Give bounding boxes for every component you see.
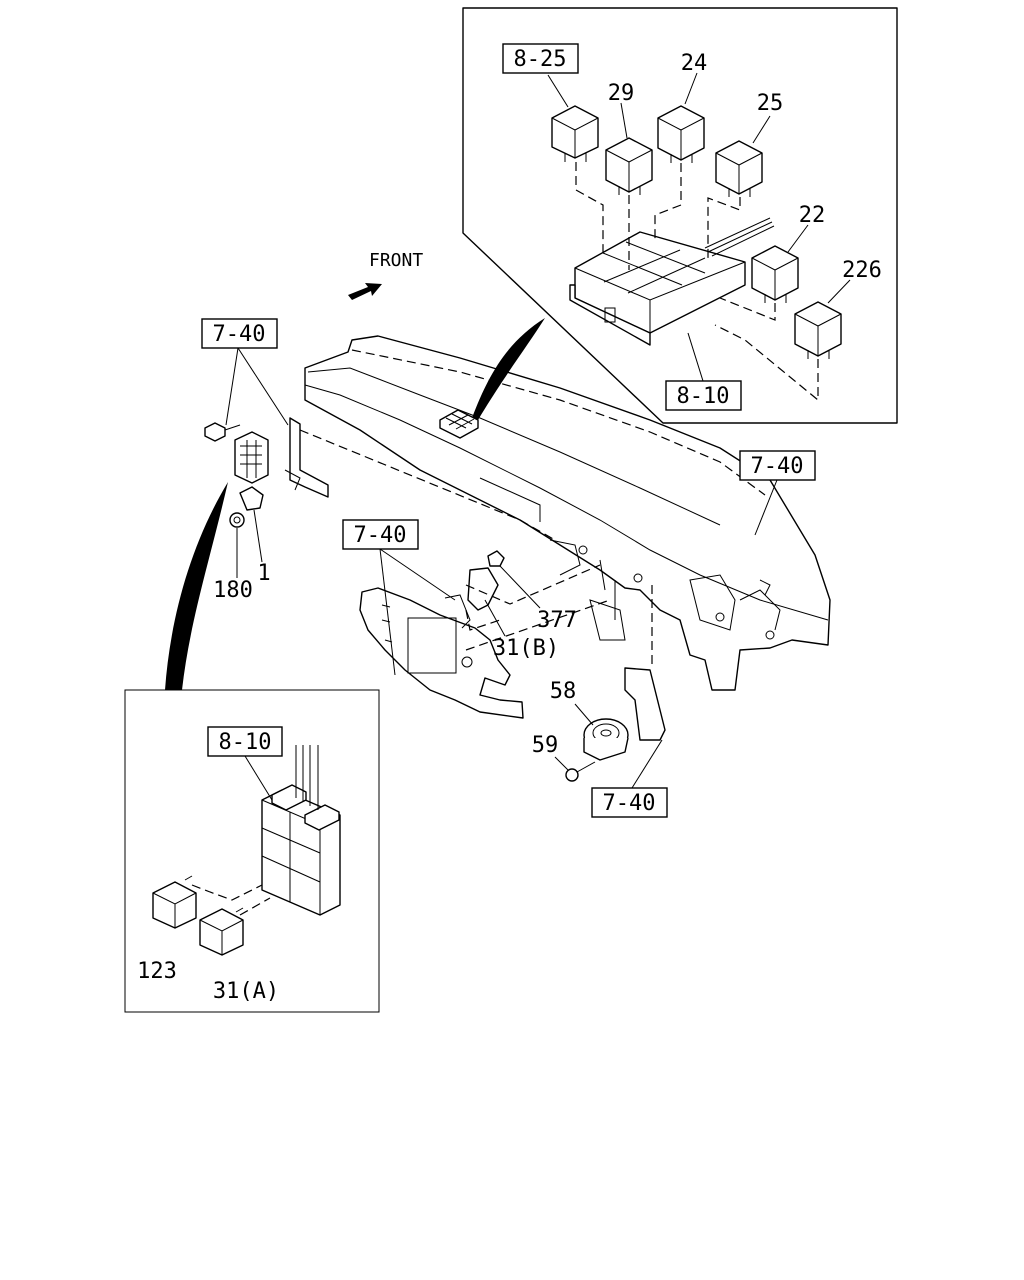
relay-226 bbox=[794, 301, 842, 359]
part-226: 226 bbox=[842, 258, 882, 283]
relay-25 bbox=[715, 140, 763, 197]
relay-inset-top: 8-25 29 24 25 22 226 8-10 bbox=[462, 7, 898, 424]
bolt-7-40 bbox=[204, 422, 241, 442]
part-59: 59 bbox=[532, 733, 559, 758]
callout-pointer-top bbox=[472, 318, 545, 420]
ref-8-25: 8-25 bbox=[514, 47, 567, 72]
part-31b: 31(B) bbox=[493, 636, 559, 661]
ref-box-7-40-bottom bbox=[591, 787, 668, 818]
ref-box-8-10-inset bbox=[207, 726, 283, 757]
front-label: FRONT bbox=[369, 250, 423, 271]
ref-8-10-top: 8-10 bbox=[677, 384, 730, 409]
dashboard-assembly bbox=[284, 335, 831, 691]
lower-panel bbox=[359, 550, 524, 719]
nut-180 bbox=[229, 512, 245, 528]
relay-inset-bottom: 8-10 123 31(A) bbox=[124, 482, 380, 1013]
part-1: 1 bbox=[257, 561, 270, 586]
ref-7-40-mid: 7-40 bbox=[354, 523, 407, 548]
ref-8-10-inset: 8-10 bbox=[219, 730, 272, 755]
ref-box-8-25 bbox=[502, 43, 579, 74]
callout-pointer-bottom bbox=[165, 482, 228, 690]
relay-29 bbox=[605, 137, 653, 195]
ref-7-40-left: 7-40 bbox=[213, 322, 266, 347]
part-29: 29 bbox=[608, 81, 635, 106]
dash-relay-block bbox=[439, 409, 479, 439]
ref-box-8-10-top bbox=[665, 380, 742, 411]
part-24: 24 bbox=[681, 51, 708, 76]
part-377: 377 bbox=[537, 608, 577, 633]
part-58: 58 bbox=[550, 679, 577, 704]
part-180: 180 bbox=[213, 578, 253, 603]
ref-box-7-40-left bbox=[201, 318, 278, 349]
part-22: 22 bbox=[799, 203, 826, 228]
part-123: 123 bbox=[137, 959, 177, 984]
relay-box-inset bbox=[261, 745, 341, 916]
ref-7-40-bottom: 7-40 bbox=[603, 791, 656, 816]
relay-box-8-10 bbox=[569, 231, 746, 346]
part-25: 25 bbox=[757, 91, 784, 116]
front-arrow-icon bbox=[348, 283, 382, 300]
clip-1 bbox=[239, 486, 264, 511]
ref-box-7-40-mid bbox=[342, 519, 419, 550]
relay-123 bbox=[152, 875, 197, 929]
relay-8-25 bbox=[551, 105, 599, 162]
fuse-box-left bbox=[234, 431, 269, 484]
screw-59 bbox=[565, 761, 596, 782]
ref-box-7-40-right bbox=[739, 450, 816, 481]
relay-24 bbox=[657, 105, 705, 163]
part-31a: 31(A) bbox=[213, 979, 279, 1004]
relay-31a bbox=[199, 907, 244, 956]
horn-58 bbox=[583, 667, 666, 761]
front-indicator: FRONT bbox=[348, 250, 423, 300]
ref-7-40-right: 7-40 bbox=[751, 454, 804, 479]
relay-22 bbox=[751, 245, 799, 303]
